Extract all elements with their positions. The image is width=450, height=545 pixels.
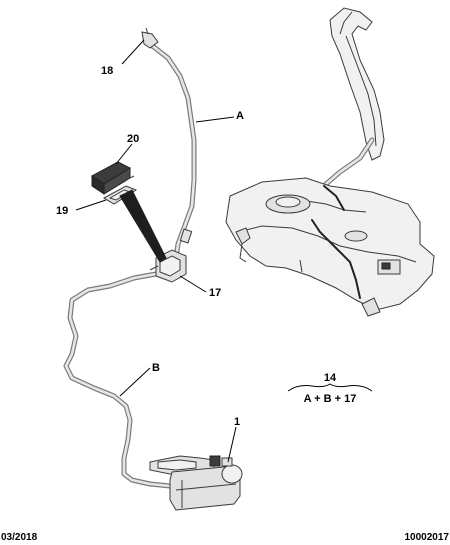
callout-17: 17 xyxy=(209,287,221,299)
parts-19-20 xyxy=(91,161,167,263)
valve-17 xyxy=(149,249,187,283)
hose-a xyxy=(141,27,197,261)
footer-reference: 10002017 xyxy=(405,532,450,543)
footer-date: 03/2018 xyxy=(1,532,38,543)
assembly-formula: A + B + 17 xyxy=(304,393,357,405)
callout-a: A xyxy=(236,110,244,122)
carbon-canister xyxy=(149,455,243,511)
leader-19 xyxy=(75,199,107,211)
leader-17 xyxy=(179,275,207,293)
fuel-tank-assembly xyxy=(225,7,435,317)
callout-20: 20 xyxy=(127,133,139,145)
callout-19: 19 xyxy=(56,205,68,217)
callout-b: B xyxy=(152,362,160,374)
leader-1 xyxy=(227,426,237,463)
leader-a xyxy=(195,116,235,123)
leader-20 xyxy=(115,143,133,165)
callout-18: 18 xyxy=(101,65,113,77)
assembly-number: 14 xyxy=(324,372,337,384)
hose-b xyxy=(63,271,173,489)
assembly-brace xyxy=(287,383,373,392)
callout-1: 1 xyxy=(234,416,240,428)
leader-18 xyxy=(121,39,145,65)
leader-b xyxy=(119,367,151,397)
